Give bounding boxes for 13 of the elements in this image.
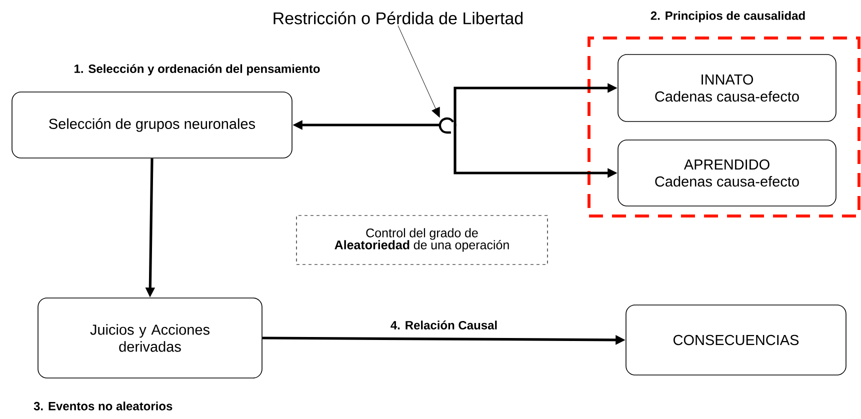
- process-box: INNATO Cadenas causa-efecto: [618, 54, 836, 122]
- process-box: CONSECUENCIAS: [626, 304, 846, 376]
- process-box: Selección de grupos neuronales: [12, 92, 292, 158]
- process-box: APRENDIDO Cadenas causa-efecto: [618, 140, 836, 206]
- group-heading: 2. Principios de causalidad: [650, 11, 805, 22]
- section-heading: 1. Selección y ordenación del pensamiento: [74, 64, 320, 76]
- note-box: Control del grado de Aleatoriedad de una operación: [296, 215, 548, 265]
- leader-line: [398, 25, 440, 118]
- section-heading: 3. Eventos no aleatorios: [34, 402, 172, 410]
- callout-text: Restricción o Pérdida de Libertad: [274, 12, 523, 24]
- edge-label: 4. Relación Causal: [389, 320, 499, 330]
- hook-symbol: [438, 117, 454, 134]
- process-box: Juicios y Acciones derivadas: [38, 298, 262, 378]
